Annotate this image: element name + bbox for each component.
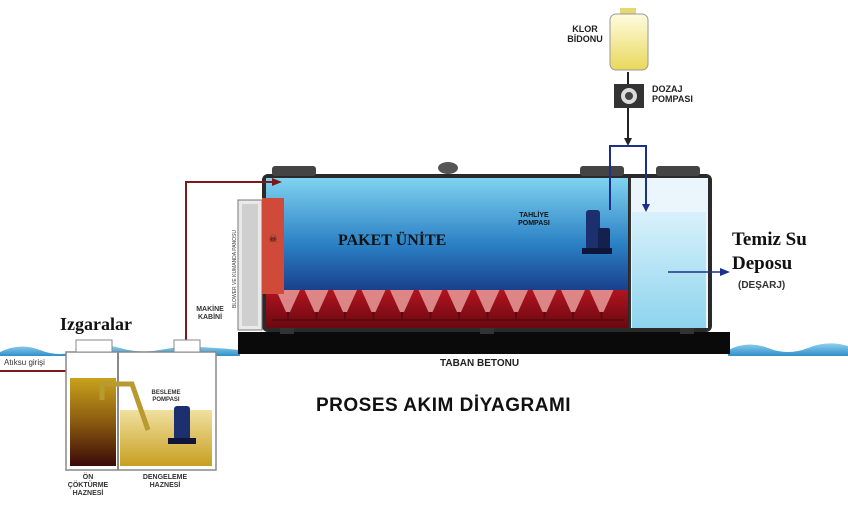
discharge-label: (DEŞARJ) bbox=[738, 280, 786, 291]
wastewater-inlet-label: Atıksu girişi bbox=[4, 358, 45, 367]
discharge-pump bbox=[582, 210, 612, 254]
dosing-pump-label: DOZAJ POMPASI bbox=[652, 84, 693, 104]
diffuser bbox=[304, 290, 329, 312]
diffuser bbox=[447, 290, 471, 312]
chlorine-bottle bbox=[609, 8, 649, 71]
clean-water-tank-label: Temiz Su Deposu bbox=[732, 229, 807, 274]
base-concrete-label: TABAN BETONU bbox=[440, 358, 520, 369]
equalization-chamber-label: DENGELEME HAZNESİ bbox=[142, 474, 188, 489]
diffuser bbox=[532, 290, 557, 312]
blower-panel-label: BLOWER VE KUMANDA PANOSU bbox=[232, 230, 238, 308]
aeration-diffusers bbox=[272, 290, 624, 321]
diffuser bbox=[390, 290, 414, 312]
svg-text:☠: ☠ bbox=[269, 234, 278, 245]
diffuser bbox=[418, 290, 443, 312]
dosing-pump bbox=[614, 84, 644, 108]
package-unit-label: PAKET ÜNİTE bbox=[338, 232, 447, 249]
discharge-pump-label: TAHLİYE POMPASI bbox=[518, 212, 550, 227]
diffuser bbox=[561, 290, 585, 312]
diffuser bbox=[333, 290, 357, 312]
chlorine-bottle-label: KLOR BİDONU bbox=[567, 24, 603, 44]
diffuser bbox=[589, 290, 614, 312]
diagram-title: PROSES AKIM DİYAGRAMI bbox=[316, 395, 572, 416]
underground-chambers bbox=[65, 339, 217, 471]
diffuser bbox=[276, 290, 300, 312]
machine-cabin-label: MAKİNE KABİNİ bbox=[196, 306, 224, 321]
base-concrete-slab bbox=[238, 332, 730, 354]
feed-pump-label: BESLEME POMPASI bbox=[151, 390, 181, 403]
pre-settling-chamber-label: ÖN ÇÖKTÜRME HAZNESİ bbox=[67, 474, 109, 497]
diffuser bbox=[475, 290, 500, 312]
screens-label: Izgaralar bbox=[60, 314, 132, 334]
diffuser bbox=[504, 290, 528, 312]
diffuser bbox=[361, 290, 386, 312]
piping bbox=[0, 72, 730, 400]
blower-control-panel: ☠ bbox=[237, 198, 284, 331]
